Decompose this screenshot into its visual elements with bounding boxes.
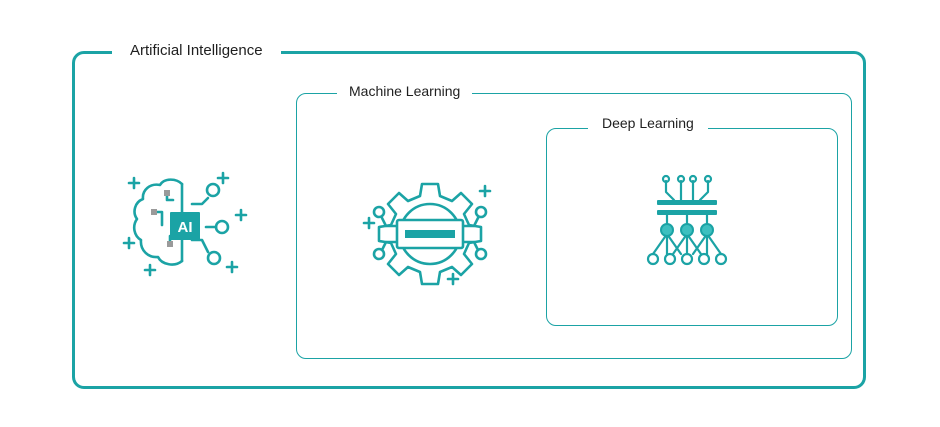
artificial-intelligence-label: Artificial Intelligence	[112, 43, 281, 58]
deep-learning-network-icon	[646, 174, 728, 266]
ai-badge-text: AI	[178, 219, 193, 236]
ai-brain-icon: AI	[122, 171, 248, 277]
machine-learning-gear-icon	[362, 182, 492, 286]
deep-learning-label: Deep Learning	[588, 116, 708, 130]
machine-learning-label: Machine Learning	[337, 84, 473, 98]
machine-learning-frame	[296, 93, 852, 359]
artificial-intelligence-frame	[72, 51, 866, 389]
